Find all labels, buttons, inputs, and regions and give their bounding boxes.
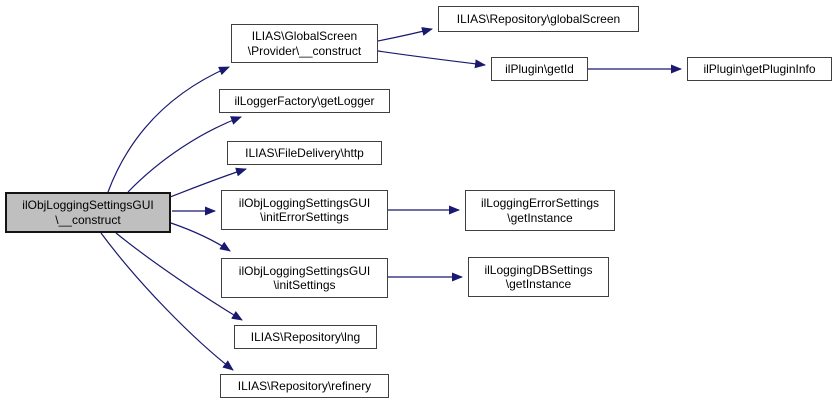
node-init-error-settings[interactable]: ilObjLoggingSettingsGUI \initErrorSettin… [221, 190, 388, 230]
edge-construct->init-settings [170, 222, 231, 252]
node-provider-construct[interactable]: ILIAS\GlobalScreen \Provider\__construct [231, 24, 378, 63]
node-http[interactable]: ILIAS\FileDelivery\http [227, 141, 382, 165]
node-get-logger[interactable]: ilLoggerFactory\getLogger [219, 89, 390, 113]
edge-provider-construct->global-screen [377, 27, 433, 42]
node-get-plugin-info[interactable]: ilPlugin\getPluginInfo [687, 57, 832, 81]
node-refinery[interactable]: ILIAS\Repository\refinery [220, 374, 389, 398]
node-global-screen[interactable]: ILIAS\Repository\globalScreen [438, 6, 639, 32]
node-construct[interactable]: ilObjLoggingSettingsGUI \__construct [5, 192, 171, 233]
edge-construct->lng [115, 232, 243, 321]
node-lng[interactable]: ILIAS\Repository\lng [234, 325, 377, 349]
edge-construct->get-logger [127, 116, 242, 193]
edge-construct->provider-construct [107, 66, 230, 193]
node-error-get-instance[interactable]: ilLoggingErrorSettings \getInstance [465, 190, 615, 231]
node-get-id[interactable]: ilPlugin\getId [491, 57, 588, 81]
edge-construct->http [169, 167, 247, 198]
edge-provider-construct->get-id [377, 50, 486, 69]
edge-construct->refinery [100, 232, 234, 371]
node-db-get-instance[interactable]: ilLoggingDBSettings \getInstance [468, 257, 609, 297]
node-init-settings[interactable]: ilObjLoggingSettingsGUI \initSettings [221, 258, 388, 298]
